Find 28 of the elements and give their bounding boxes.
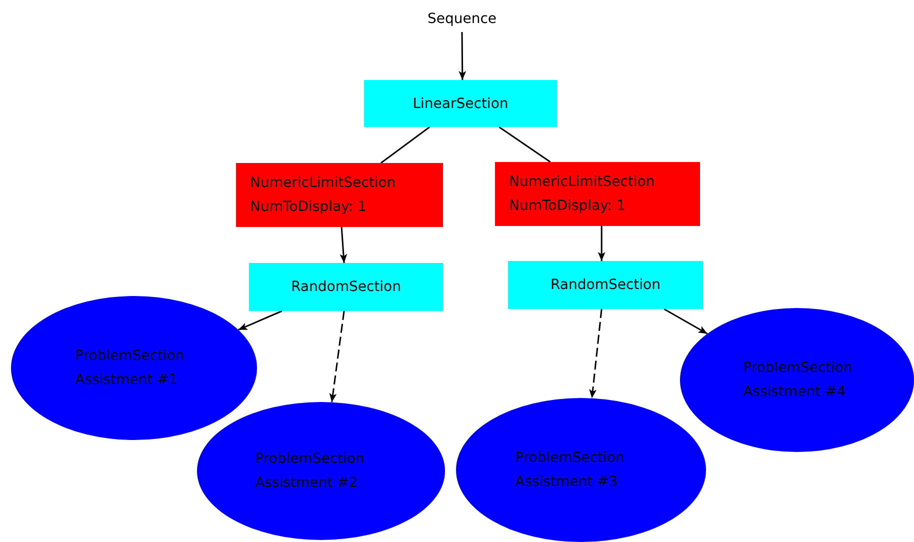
node-label: Assistment #2 <box>255 474 358 493</box>
node-label: ProblemSection <box>75 347 184 366</box>
arrow <box>329 310 345 402</box>
node-label: Assistment #4 <box>743 383 846 402</box>
node-label: Assistment #3 <box>515 473 618 492</box>
section-box <box>236 163 443 227</box>
node-label: Assistment #1 <box>75 371 178 390</box>
arrow <box>238 310 282 331</box>
section-box <box>495 162 700 226</box>
arrow <box>458 32 466 80</box>
node-label: NumericLimitSection <box>509 173 655 192</box>
node-label: NumToDisplay: 1 <box>250 198 366 217</box>
section-box <box>508 261 703 309</box>
node-label: ProblemSection <box>515 449 624 468</box>
arrow <box>340 226 348 264</box>
arrow <box>589 308 602 398</box>
node-label: Sequence <box>418 6 506 32</box>
arrow <box>598 226 606 261</box>
node-label: LinearSection <box>412 94 508 114</box>
arrow <box>664 308 708 334</box>
section-box <box>364 80 557 127</box>
node-label: RandomSection <box>291 278 401 297</box>
node-label: NumToDisplay: 1 <box>509 197 626 216</box>
section-box <box>249 263 443 311</box>
node-label: ProblemSection <box>743 359 852 378</box>
node-label: ProblemSection <box>255 450 364 469</box>
node-label: RandomSection <box>550 276 660 295</box>
node-label: NumericLimitSection <box>250 174 396 193</box>
